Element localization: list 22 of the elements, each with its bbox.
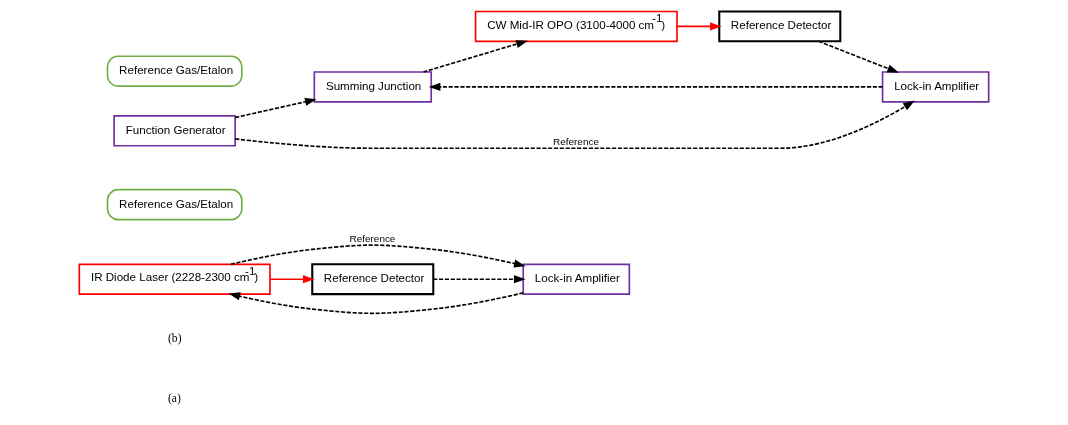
arrow bbox=[234, 97, 317, 119]
label: (b) bbox=[168, 331, 182, 345]
arrow bbox=[228, 292, 525, 315]
arrow bbox=[432, 275, 526, 284]
label: (a) bbox=[168, 391, 181, 405]
arrow bbox=[234, 100, 915, 150]
arrow bbox=[817, 40, 899, 73]
node-box: Reference Detector bbox=[311, 263, 435, 296]
arrow bbox=[422, 40, 528, 73]
arrow bbox=[428, 82, 884, 91]
arrow bbox=[230, 244, 526, 268]
node-box: Function Generator bbox=[113, 115, 236, 147]
node-box: Reference Gas/Etalon bbox=[106, 188, 243, 221]
node-box: Reference Detector bbox=[718, 10, 842, 43]
arrow bbox=[676, 22, 722, 31]
edge-label: Reference bbox=[349, 232, 396, 244]
edge-label: Reference bbox=[553, 136, 599, 148]
node-box: Lock-in Amplifier bbox=[881, 71, 990, 103]
arrow bbox=[269, 275, 315, 284]
node-box: Summing Junction bbox=[313, 71, 433, 103]
node-box: Reference Gas/Etalon bbox=[106, 55, 243, 87]
node-box: Lock-in Amplifier bbox=[522, 263, 631, 295]
